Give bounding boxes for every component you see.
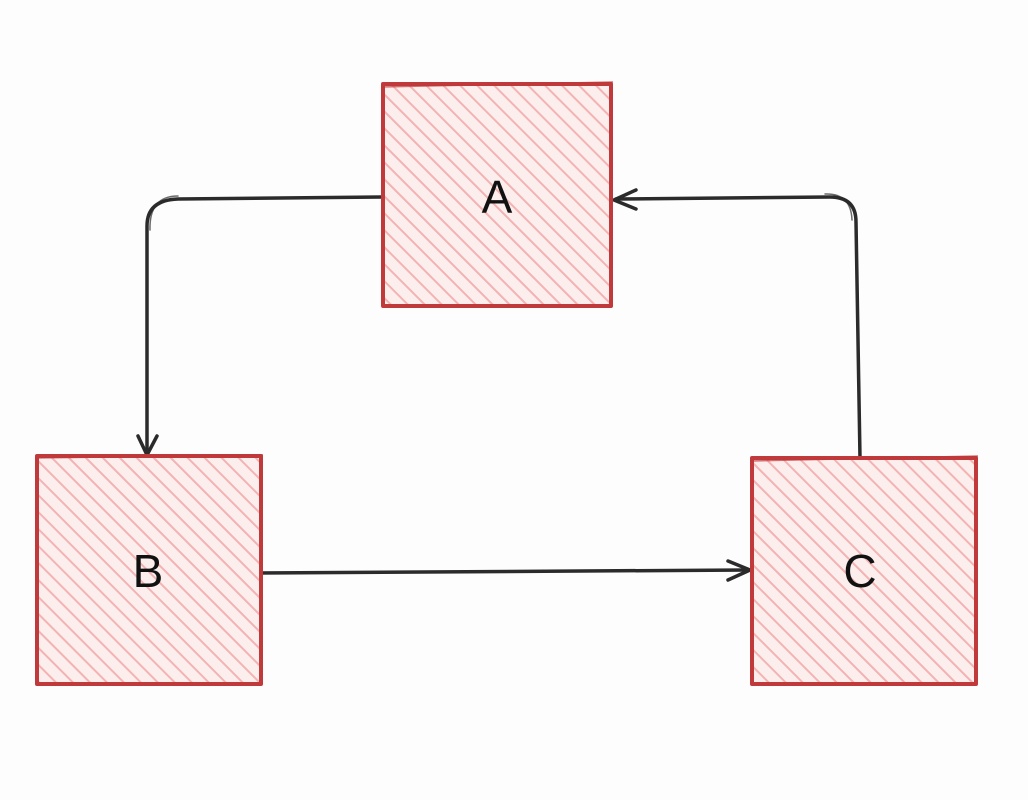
edge-c-to-a: [612, 188, 862, 460]
node-a[interactable]: A: [380, 81, 614, 308]
node-a-label: A: [482, 171, 513, 223]
node-c-label: C: [843, 545, 876, 597]
node-b-label: B: [133, 545, 164, 597]
node-b[interactable]: B: [34, 454, 264, 686]
edge-b-to-c: [256, 559, 752, 582]
arrowhead-a: [612, 188, 638, 211]
node-c[interactable]: C: [749, 455, 979, 686]
edge-a-to-b: [136, 195, 384, 457]
